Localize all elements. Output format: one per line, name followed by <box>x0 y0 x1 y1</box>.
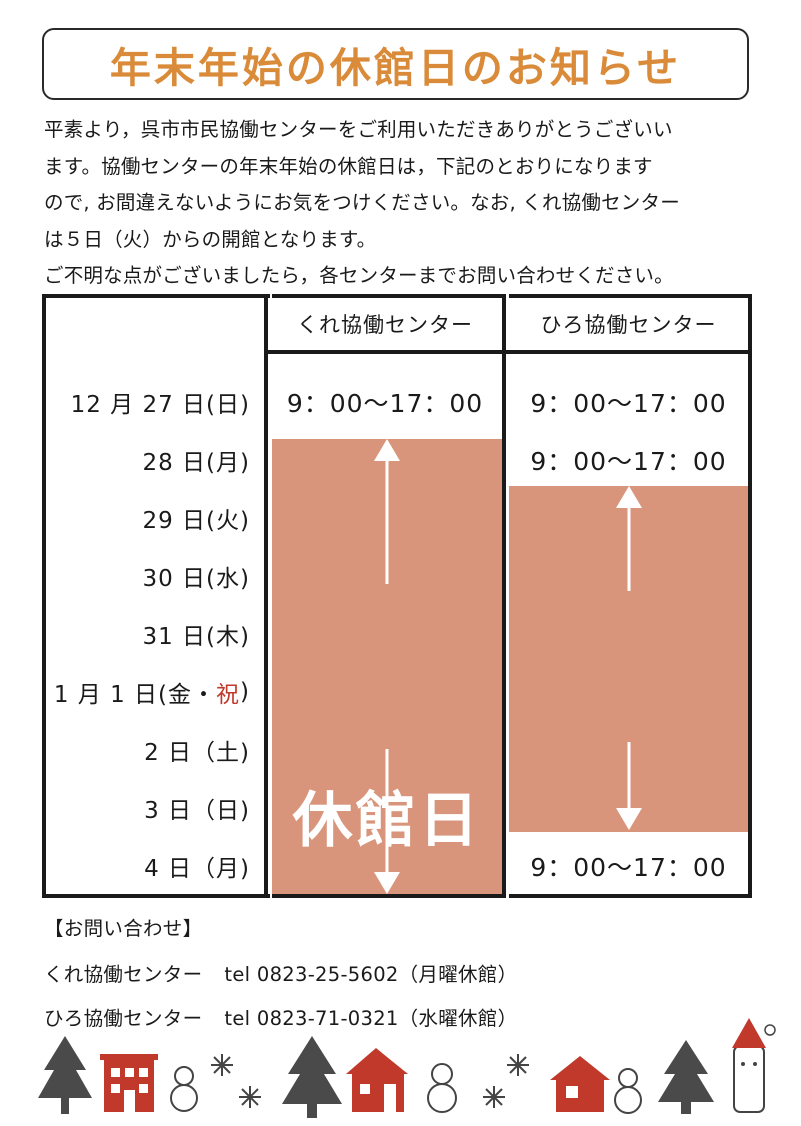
intro-line: ます。協働センターの年末年始の休館日は，下記のとおりになります <box>44 154 653 178</box>
hiro-closed-label: 休館日 <box>534 846 723 916</box>
kure-hours: 9：00〜17：00 <box>286 389 484 418</box>
hiro-down-arrow-icon <box>616 742 642 830</box>
snowflake-icon <box>483 1054 529 1108</box>
date-row: 28 日(月) <box>142 450 250 476</box>
contact-kure: くれ協働センター tel 0823-25-5602（月曜休館） <box>44 958 517 987</box>
hiro-up-arrow-icon <box>616 486 642 591</box>
house-icon <box>550 1056 610 1112</box>
kure-up-arrow-icon <box>374 439 400 584</box>
schedule-table: 休館日 休館日 くれ協働センター ひろ協働センター 12 月 27 日(日) 2… <box>42 294 752 916</box>
divider <box>502 294 506 898</box>
divider <box>264 294 268 898</box>
contact-kure-name: くれ協働センター <box>44 963 203 986</box>
date-row: 3 日（日) <box>144 798 250 824</box>
holiday-mark: 祝 <box>216 682 241 708</box>
intro-line: 平素より，呉市市民協働センターをご利用いただきありがとうございい <box>44 118 673 141</box>
col-header-hiro: ひろ協働センター <box>540 313 717 337</box>
title-box: 年末年始の休館日のお知らせ <box>42 28 749 100</box>
hiro-hours: 9：00〜17：00 <box>530 447 727 476</box>
date-row: 31 日(木) <box>142 624 250 650</box>
divider <box>270 294 272 898</box>
divider <box>506 294 509 898</box>
date-row-holiday: 1 月 1 日(金・祝) <box>46 663 252 721</box>
tree-icon <box>658 1040 714 1114</box>
intro-text: 平素より，呉市市民協働センターをご利用いただきありがとうございい ます。協働セン… <box>44 112 756 295</box>
divider <box>505 350 748 354</box>
tree-icon <box>38 1036 92 1114</box>
contact-hiro-tel: tel 0823-71-0321（水曜休館） <box>224 1007 518 1030</box>
kure-down-arrow-icon <box>374 749 400 894</box>
house-icon <box>346 1048 408 1112</box>
intro-line: ので, お間違えないようにお気をつけください。なお, くれ協働センター <box>44 191 680 215</box>
hiro-hours: 9：00〜17：00 <box>530 853 727 882</box>
contact-heading: 【お問い合わせ】 <box>44 917 203 940</box>
santa-character-icon <box>732 1018 776 1113</box>
winter-decoration <box>38 1018 776 1118</box>
date-row: 29 日(火) <box>142 508 250 534</box>
house-icon <box>100 1054 158 1112</box>
contact-kure-tel: tel 0823-25-5602（月曜休館） <box>224 963 518 986</box>
page-title: 年末年始の休館日のお知らせ <box>109 44 682 92</box>
snowman-icon <box>170 1066 198 1112</box>
tree-icon <box>282 1036 342 1118</box>
snowflake-icon <box>211 1054 261 1108</box>
col-header-kure: くれ協働センター <box>297 313 473 337</box>
date-row: 30 日(水) <box>142 566 250 592</box>
table-border <box>42 294 752 898</box>
snowman-icon <box>427 1063 457 1113</box>
contact-hiro: ひろ協働センター tel 0823-71-0321（水曜休館） <box>44 1002 517 1031</box>
contact-hiro-name: ひろ協働センター <box>44 1007 203 1030</box>
hiro-hours: 9：00〜17：00 <box>530 389 727 418</box>
date-row: 12 月 27 日(日) <box>70 392 250 418</box>
date-text-close: ) <box>240 679 250 705</box>
snowman-icon <box>614 1068 642 1114</box>
date-text: 1 月 1 日(金・ <box>53 682 217 708</box>
intro-line: は５日（火）からの開館となります。 <box>44 227 377 251</box>
date-row: 4 日（月) <box>144 856 250 882</box>
divider <box>268 350 502 354</box>
date-row: 2 日（土) <box>144 740 250 766</box>
intro-line: ご不明な点がございましたら，各センターまでお問い合わせください。 <box>44 264 674 288</box>
